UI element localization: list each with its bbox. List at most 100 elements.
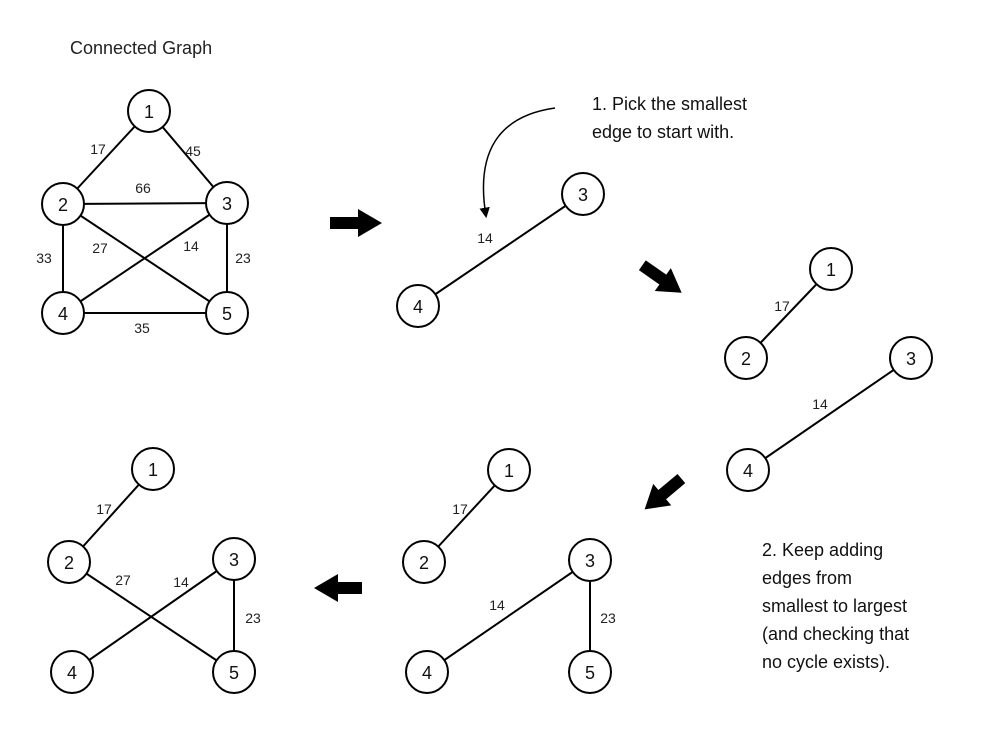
edge-weight-1-2: 17 — [774, 298, 790, 314]
node-circle-5 — [212, 650, 256, 694]
edge-weight-2-3: 66 — [135, 180, 151, 196]
note-keep-adding-line-3: smallest to largest — [762, 596, 907, 616]
node-label-2: 2 — [741, 349, 751, 369]
step-1-edges: 14 — [417, 193, 584, 307]
node-circle-4 — [396, 284, 440, 328]
node-label-4: 4 — [58, 304, 68, 324]
node-3: 3 — [561, 172, 605, 216]
node-2: 2 — [41, 182, 85, 226]
node-circle-2 — [402, 540, 446, 584]
node-label-5: 5 — [222, 304, 232, 324]
node-label-3: 3 — [906, 349, 916, 369]
node-circle-1 — [131, 447, 175, 491]
node-circle-4 — [41, 291, 85, 335]
edge-weight-3-4: 14 — [489, 597, 505, 613]
node-1: 1 — [487, 448, 531, 492]
node-label-5: 5 — [229, 663, 239, 683]
edge-weight-3-5: 23 — [235, 250, 251, 266]
node-label-3: 3 — [585, 551, 595, 571]
node-circle-3 — [889, 336, 933, 380]
note-pick-smallest: 1. Pick the smallest edge to start with. — [592, 94, 752, 142]
node-circle-1 — [127, 89, 171, 133]
curved-pointer-arrow — [479, 107, 556, 219]
edge-weight-2-5: 27 — [92, 240, 108, 256]
node-label-2: 2 — [64, 553, 74, 573]
edge-weight-1-3: 45 — [185, 143, 201, 159]
node-circle-3 — [561, 172, 605, 216]
node-5: 5 — [568, 650, 612, 694]
node-circle-1 — [487, 448, 531, 492]
step-3-nodes: 1 2 3 4 5 — [402, 448, 612, 694]
node-5: 5 — [212, 650, 256, 694]
node-1: 1 — [127, 89, 171, 133]
node-3: 3 — [568, 538, 612, 582]
node-3: 3 — [212, 537, 256, 581]
node-5: 5 — [205, 291, 249, 335]
node-1: 1 — [809, 247, 853, 291]
node-1: 1 — [131, 447, 175, 491]
edge-weight-1-2: 17 — [90, 141, 106, 157]
node-circle-5 — [205, 291, 249, 335]
note-keep-adding-line-2: edges from — [762, 568, 852, 588]
node-label-1: 1 — [504, 461, 514, 481]
edge-weight-3-4: 14 — [477, 230, 493, 246]
node-circle-4 — [405, 650, 449, 694]
node-circle-3 — [568, 538, 612, 582]
node-label-1: 1 — [826, 260, 836, 280]
note-keep-adding-line-5: no cycle exists). — [762, 652, 890, 672]
node-label-2: 2 — [419, 553, 429, 573]
node-label-5: 5 — [585, 663, 595, 683]
node-label-3: 3 — [222, 194, 232, 214]
node-label-2: 2 — [58, 195, 68, 215]
edge-2-3 — [62, 202, 228, 205]
node-label-4: 4 — [413, 297, 423, 317]
node-label-1: 1 — [148, 460, 158, 480]
node-circle-2 — [724, 336, 768, 380]
node-circle-4 — [50, 650, 94, 694]
edge-weight-3-5: 23 — [600, 610, 616, 626]
node-4: 4 — [396, 284, 440, 328]
final-tree-nodes: 1 2 3 4 5 — [47, 447, 256, 694]
node-label-3: 3 — [578, 185, 588, 205]
edge-3-4 — [71, 558, 235, 673]
node-2: 2 — [47, 540, 91, 584]
node-2: 2 — [724, 336, 768, 380]
edge-3-4 — [747, 357, 912, 471]
node-2: 2 — [402, 540, 446, 584]
node-3: 3 — [205, 181, 249, 225]
node-3: 3 — [889, 336, 933, 380]
node-label-4: 4 — [743, 461, 753, 481]
node-label-4: 4 — [67, 663, 77, 683]
node-4: 4 — [726, 448, 770, 492]
note-pick-smallest-line-2: edge to start with. — [592, 122, 734, 142]
node-circle-5 — [568, 650, 612, 694]
step-arrow-down-right — [638, 260, 682, 293]
step-1-nodes: 34 — [396, 172, 605, 328]
edge-weight-3-5: 23 — [245, 610, 261, 626]
node-label-4: 4 — [422, 663, 432, 683]
step-2-nodes: 1 2 3 4 — [724, 247, 933, 492]
node-label-3: 3 — [229, 550, 239, 570]
node-circle-4 — [726, 448, 770, 492]
step-arrow-left — [314, 574, 362, 602]
node-4: 4 — [41, 291, 85, 335]
edge-weight-3-4: 14 — [173, 574, 189, 590]
node-circle-3 — [212, 537, 256, 581]
edge-3-4 — [62, 202, 228, 314]
note-pick-smallest-line-1: 1. Pick the smallest — [592, 94, 747, 114]
edge-weight-2-5: 27 — [115, 572, 131, 588]
edge-weight-1-2: 17 — [452, 501, 468, 517]
page-title: Connected Graph — [70, 38, 212, 58]
step-arrow-down-left — [644, 473, 686, 510]
edge-weight-3-4: 14 — [812, 396, 828, 412]
edge-weight-1-2: 17 — [96, 501, 112, 517]
